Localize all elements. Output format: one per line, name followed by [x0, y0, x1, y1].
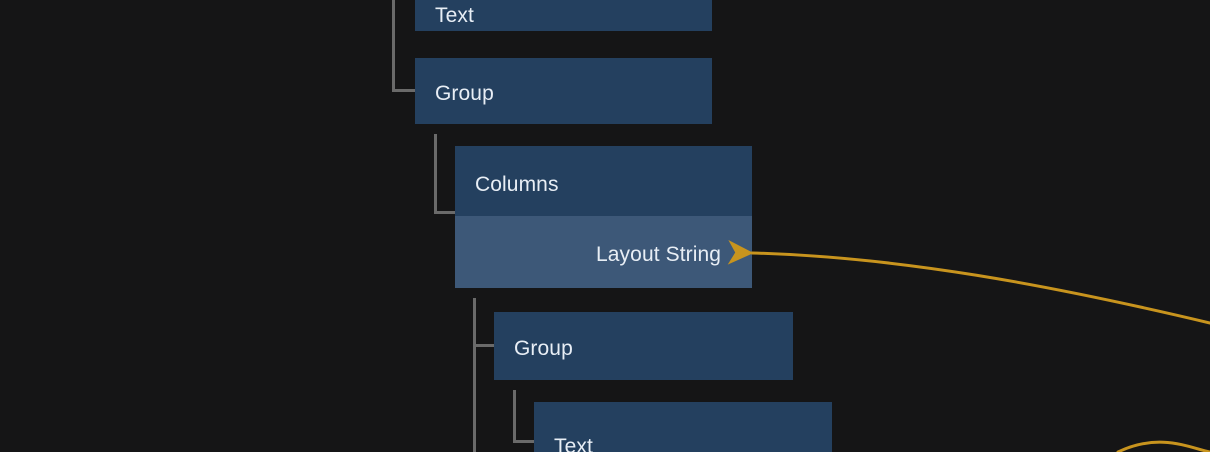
tree-connector-spine-4	[513, 390, 516, 443]
annotation-arrow-layout-string-callout	[727, 240, 1210, 325]
tree-node-layout-string[interactable]: Layout String	[455, 216, 752, 288]
tree-node-label: Group	[514, 337, 573, 360]
tree-node-text-top[interactable]: Text	[415, 0, 712, 31]
tree-node-label: Columns	[475, 173, 559, 196]
tree-connector-spine-3	[473, 298, 476, 452]
tree-node-group-1[interactable]: Group	[415, 58, 712, 124]
tree-node-label: Group	[435, 82, 494, 105]
tree-node-label: Layout String	[596, 243, 722, 266]
tree-node-label: Text	[435, 4, 474, 27]
annotation-arrow-offscreen-callout	[1116, 440, 1210, 452]
tree-node-group-2[interactable]: Group	[494, 312, 793, 380]
tree-connector-elbow-4-text	[513, 440, 535, 443]
tree-connector-spine-2	[434, 134, 437, 214]
tree-node-label: Text	[554, 435, 593, 452]
tree-connector-spine-1	[392, 0, 395, 92]
tree-connector-elbow-1-group1	[392, 89, 415, 92]
tree-connector-elbow-2-columns	[434, 211, 456, 214]
tree-connector-elbow-3-group2	[473, 344, 495, 347]
tree-node-columns[interactable]: Columns	[455, 146, 752, 216]
tree-node-text-bottom[interactable]: Text	[534, 402, 832, 452]
